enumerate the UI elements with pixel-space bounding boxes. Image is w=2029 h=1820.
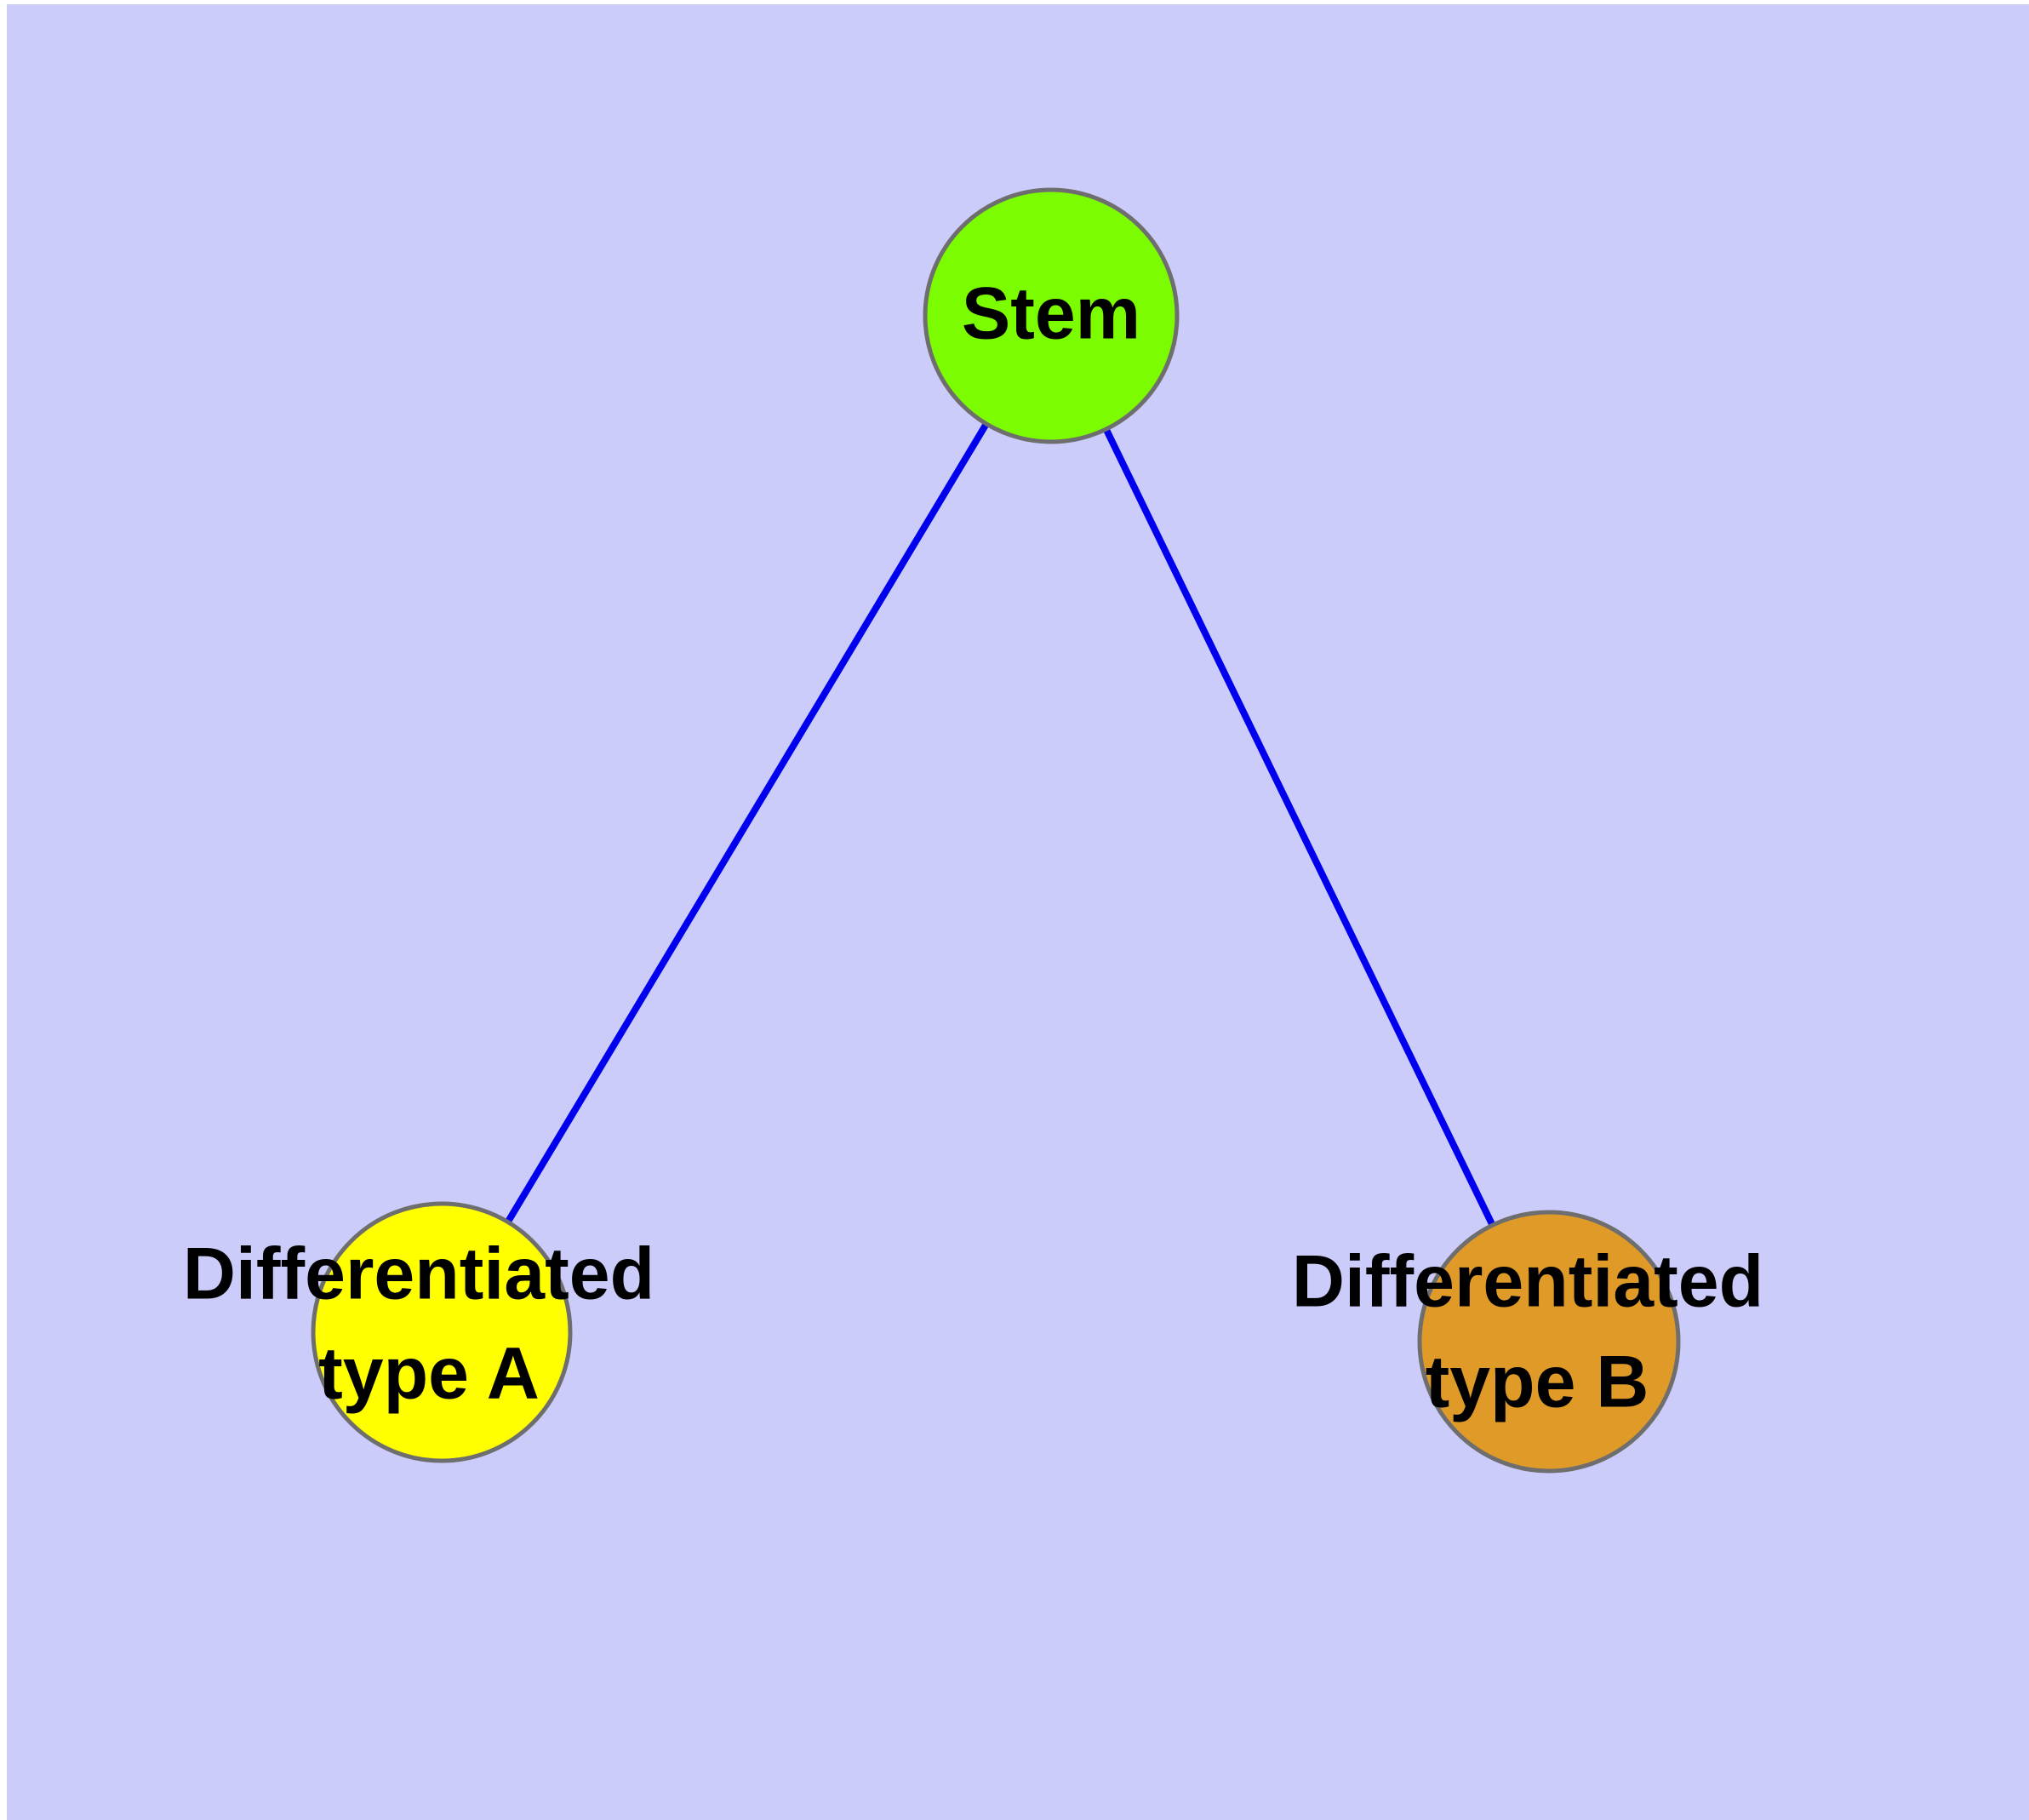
label-layer: Stem Differentiated type A Differentiate… — [183, 273, 1763, 1423]
node-label-differentiated-type-a-line1: Differentiated — [183, 1233, 654, 1315]
edge-stem-to-differentiated-type-b[interactable] — [1048, 314, 1552, 1343]
edge-layer — [438, 313, 1552, 1343]
node-label-differentiated-type-b-line2: type B — [1426, 1342, 1649, 1423]
node-stem[interactable] — [923, 187, 1180, 444]
node-label-differentiated-type-a-line2: type A — [318, 1333, 540, 1415]
node-layer — [311, 187, 1681, 1474]
node-differentiated-type-a[interactable] — [311, 1201, 573, 1463]
edge-stem-to-differentiated-type-a[interactable] — [438, 313, 1055, 1335]
node-label-stem: Stem — [962, 273, 1140, 355]
node-label-differentiated-type-b-line1: Differentiated — [1292, 1241, 1763, 1323]
node-differentiated-type-b[interactable] — [1417, 1210, 1681, 1474]
